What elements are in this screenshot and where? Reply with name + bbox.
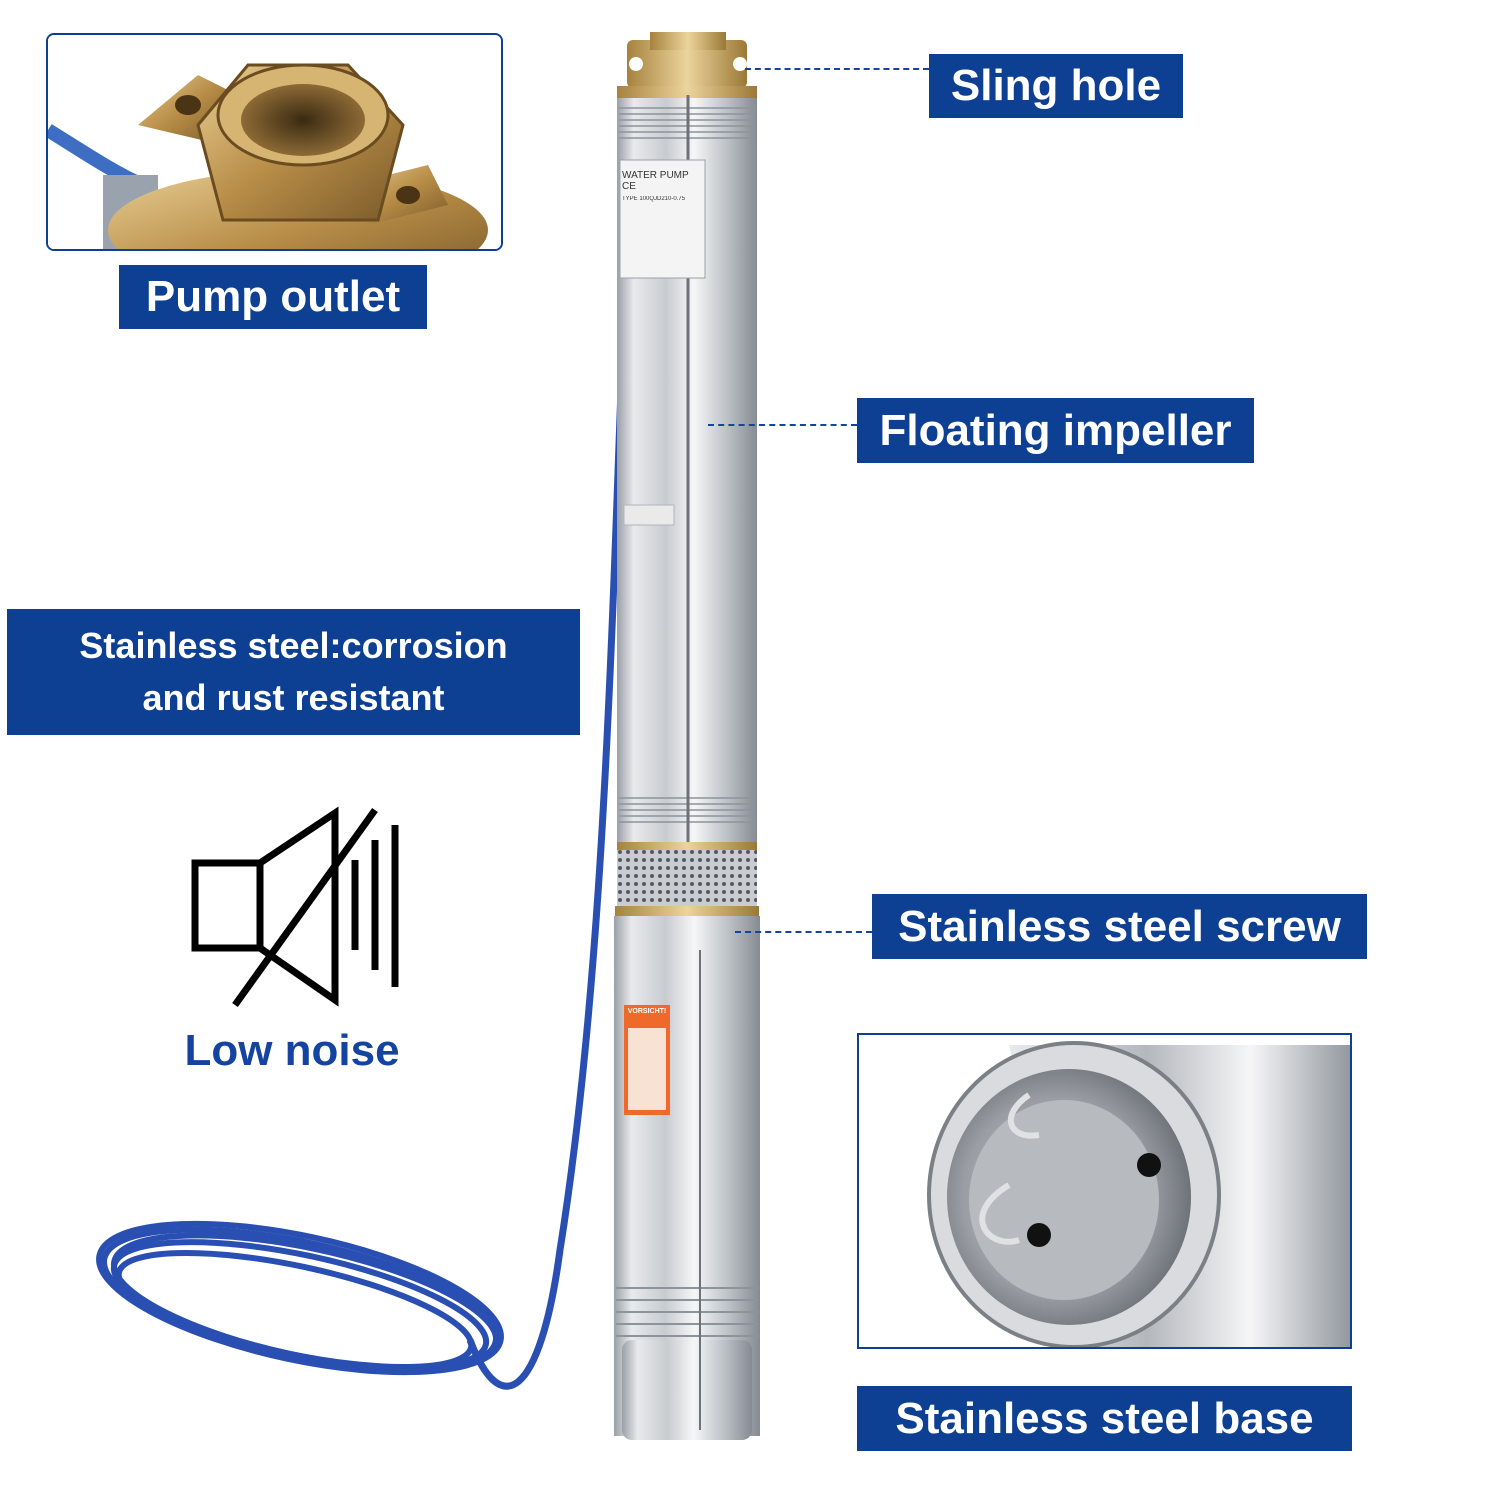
stainless-base-photo <box>857 1033 1352 1349</box>
stainless-steel-text-line2: and rust resistant <box>142 677 445 718</box>
low-noise-label: Low noise <box>184 1026 400 1075</box>
speaker-muted-icon <box>191 806 399 1008</box>
stainless-steel-text-line1: Stainless steel:corrosion <box>79 625 508 666</box>
stainless-screw-label: Stainless steel screw <box>872 894 1367 959</box>
sling-hole-text: Sling hole <box>950 61 1162 110</box>
leader-stainless-screw <box>735 931 872 933</box>
sling-hole-label: Sling hole <box>929 54 1183 118</box>
nameplate-mark: CE <box>622 181 636 192</box>
nameplate-brand: WATER PUMP CE <box>622 170 704 192</box>
pump-outlet-image <box>48 35 501 249</box>
leader-sling-hole <box>745 68 929 70</box>
stainless-steel-label: Stainless steel:corrosion and rust resis… <box>7 609 580 735</box>
stainless-base-image <box>859 1035 1350 1347</box>
stainless-base-text: Stainless steel base <box>895 1393 1314 1443</box>
warning-sticker-text: VORSICHT! <box>627 1008 667 1015</box>
pump-outlet-label: Pump outlet <box>119 265 427 329</box>
stainless-base-label: Stainless steel base <box>857 1386 1352 1451</box>
floating-impeller-label: Floating impeller <box>857 398 1254 463</box>
floating-impeller-text: Floating impeller <box>879 405 1232 455</box>
pump-outlet-text: Pump outlet <box>145 272 401 321</box>
leader-floating-impeller <box>708 424 857 426</box>
nameplate-brand-text: WATER PUMP <box>622 170 689 181</box>
nameplate-type: TYPE 100QJD210-0.75 <box>622 196 686 202</box>
pump-outlet-photo <box>46 33 503 251</box>
stainless-screw-text: Stainless steel screw <box>898 901 1341 951</box>
